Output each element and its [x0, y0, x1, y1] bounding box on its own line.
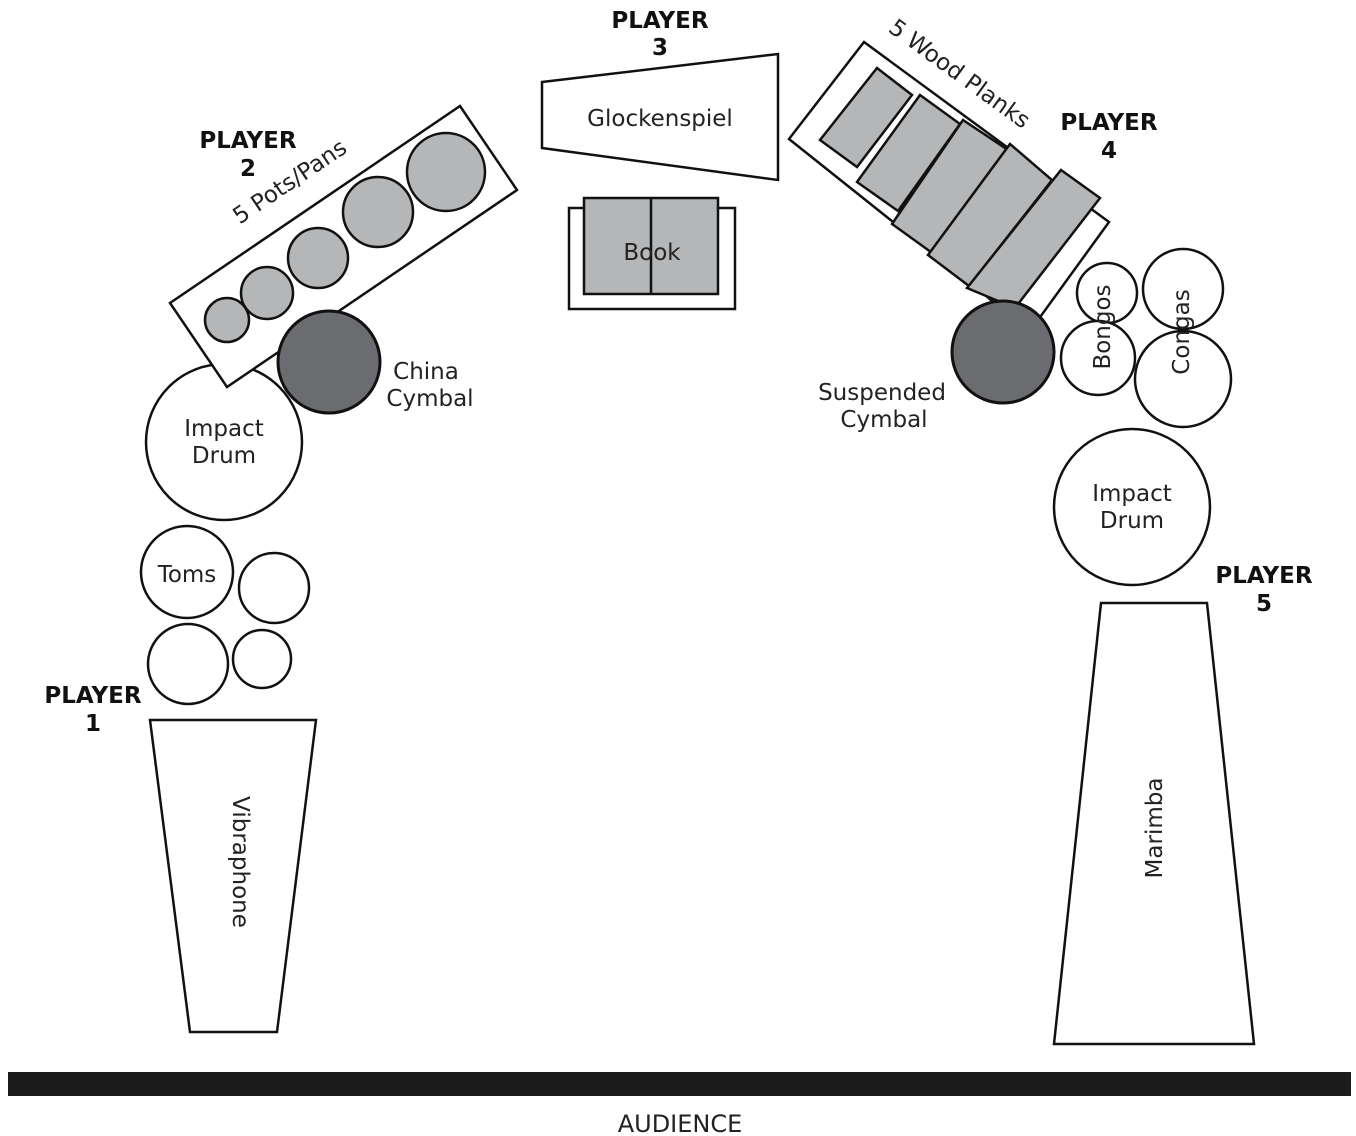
tom-4	[231, 628, 293, 690]
player-4-number: 4	[1101, 138, 1117, 164]
pot-1	[203, 296, 251, 344]
pot-4	[341, 175, 415, 249]
audience-label: AUDIENCE	[618, 1110, 743, 1136]
player-4-label: PLAYER 4	[1060, 110, 1157, 164]
impact-drum-right-label-1: Impact	[1092, 481, 1172, 507]
plank-1	[818, 66, 914, 169]
marimba-body	[1052, 601, 1256, 1046]
glockenspiel-body	[540, 52, 780, 182]
conga-2	[1133, 329, 1233, 429]
conga-1	[1141, 247, 1225, 331]
suspended-cymbal-label-2: Cymbal	[840, 407, 927, 433]
bongos-label: Bongos	[1090, 284, 1116, 369]
marimba-label: Marimba	[1142, 778, 1168, 879]
book-label: Book	[623, 240, 681, 266]
impact-drum-right-body	[1052, 427, 1212, 587]
congas-label: Congas	[1169, 289, 1195, 374]
china-cymbal[interactable]: China Cymbal	[276, 309, 474, 415]
congas[interactable]: Congas	[1133, 247, 1233, 429]
glockenspiel[interactable]: Glockenspiel	[540, 52, 780, 182]
player-5-number: 5	[1256, 591, 1272, 617]
toms-label: Toms	[157, 562, 217, 588]
plank-2	[855, 93, 962, 213]
suspended-cymbal-label-1: Suspended	[818, 380, 946, 406]
vibraphone[interactable]: Vibraphone	[148, 718, 318, 1034]
impact-drum-left-label-2: Drum	[192, 443, 256, 469]
toms[interactable]: Toms	[139, 524, 311, 706]
pot-3	[286, 226, 350, 290]
player-2-title: PLAYER	[199, 128, 296, 154]
impact-drum-left-body	[144, 362, 304, 522]
player-5-label: PLAYER 5	[1215, 563, 1312, 617]
bongos[interactable]: Bongos	[1059, 261, 1139, 397]
player-2-number: 2	[240, 156, 256, 182]
impact-drum-left[interactable]: Impact Drum	[144, 362, 304, 522]
suspended-cymbal-body	[950, 299, 1056, 405]
pot-5	[405, 131, 487, 213]
pots-pans[interactable]: 5 Pots/Pans	[168, 104, 519, 389]
player-3-label: PLAYER 3	[611, 8, 708, 61]
player-2-label: PLAYER 2	[199, 128, 296, 182]
suspended-cymbal[interactable]: Suspended Cymbal	[818, 299, 1056, 433]
wood-planks[interactable]: 5 Wood Planks	[787, 15, 1111, 333]
player-5-title: PLAYER	[1215, 563, 1312, 589]
bongo-2	[1059, 319, 1137, 397]
vibraphone-label: Vibraphone	[227, 796, 253, 928]
tom-3	[146, 622, 230, 706]
marimba[interactable]: Marimba	[1052, 601, 1256, 1046]
book[interactable]: Book	[567, 196, 737, 311]
pot-2	[239, 265, 295, 321]
impact-drum-right-label-2: Drum	[1100, 508, 1164, 534]
stage-edge-bar	[8, 1072, 1351, 1096]
vibraphone-body	[148, 718, 318, 1034]
tom-1	[139, 524, 235, 620]
china-cymbal-label-1: China	[393, 359, 459, 385]
impact-drum-right[interactable]: Impact Drum	[1052, 427, 1212, 587]
player-1-title: PLAYER	[44, 683, 141, 709]
impact-drum-left-label-1: Impact	[184, 416, 264, 442]
player-3-title: PLAYER	[611, 8, 708, 34]
tom-2	[237, 551, 311, 625]
glockenspiel-label: Glockenspiel	[587, 106, 733, 132]
player-4-title: PLAYER	[1060, 110, 1157, 136]
china-cymbal-label-2: Cymbal	[386, 386, 473, 412]
player-1-number: 1	[85, 711, 101, 737]
china-cymbal-body	[276, 309, 382, 415]
player-3-number: 3	[652, 35, 668, 61]
player-1-label: PLAYER 1	[44, 683, 141, 737]
